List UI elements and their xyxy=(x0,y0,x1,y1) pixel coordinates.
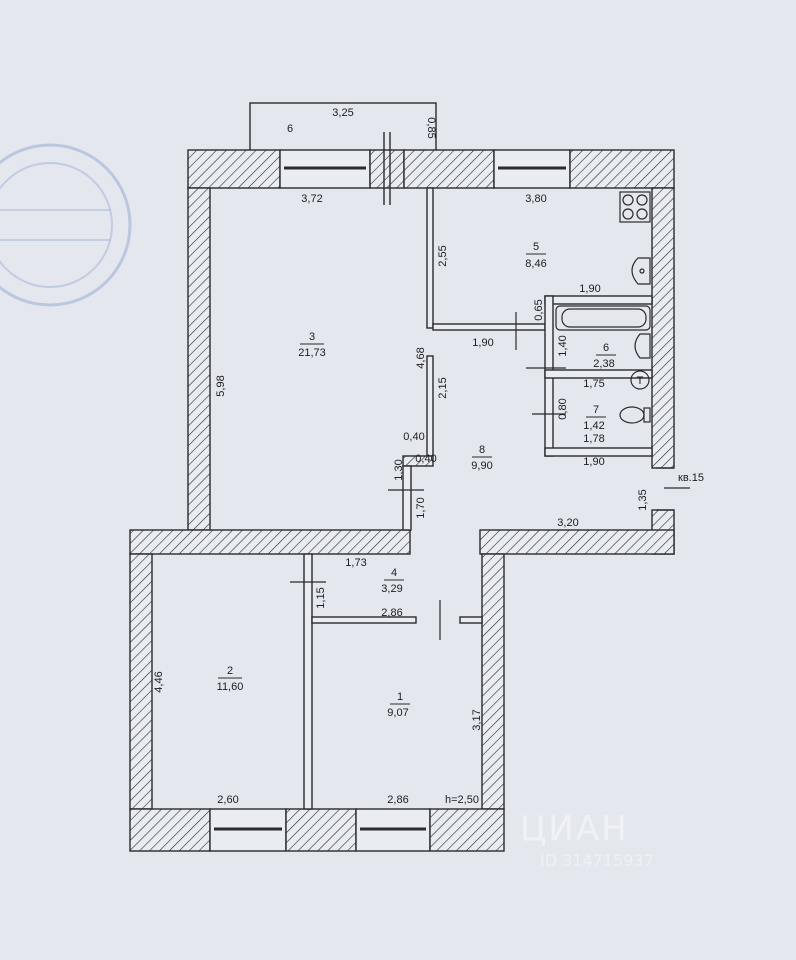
room-number: 4 xyxy=(391,567,397,579)
dim-label: 1,90 xyxy=(579,283,600,295)
room-area: 1,42 xyxy=(583,420,604,432)
bathtub-icon xyxy=(555,305,651,331)
balcony-door xyxy=(383,132,391,205)
watermark-id: ID 314715937 xyxy=(540,851,654,870)
room-number: 8 xyxy=(479,444,485,456)
ceiling-height-label: h=2,50 xyxy=(445,794,479,806)
interior-walls xyxy=(303,187,653,810)
room-number: 2 xyxy=(227,665,233,677)
dim-balcony-width: 3,25 xyxy=(332,107,353,119)
apartment-entry-mark xyxy=(656,467,690,511)
dim-label: 1,15 xyxy=(315,587,327,608)
apartment-label: кв.15 xyxy=(678,472,704,484)
room-number: 1 xyxy=(397,691,403,703)
dim-label: 1,40 xyxy=(557,335,569,356)
dim-label: 1,35 xyxy=(637,489,649,510)
room-area: 2,38 xyxy=(593,358,614,370)
dim-label: 2,86 xyxy=(381,607,402,619)
dim-label: 0,40 xyxy=(403,431,424,443)
dim-label: 4,46 xyxy=(153,671,165,692)
room-number: 7 xyxy=(593,404,599,416)
balcony-number: 6 xyxy=(287,123,293,135)
dim-label: 1,78 xyxy=(583,433,604,445)
toilet-icon xyxy=(619,406,651,424)
dimension-labels: 3,25 0,85 3,72 3,80 5,98 2,55 4,68 1,90 … xyxy=(153,107,649,806)
dim-label: 3,72 xyxy=(301,193,322,205)
dim-label: 5,98 xyxy=(215,375,227,396)
dim-label: 1,90 xyxy=(583,456,604,468)
room-number: 6 xyxy=(603,342,609,354)
dim-label: 3,17 xyxy=(471,709,483,730)
stamp-seal xyxy=(0,143,132,307)
door-marks xyxy=(290,312,566,640)
room-area: 9,90 xyxy=(471,460,492,472)
water-heater-icon xyxy=(630,370,650,390)
dim-balcony-depth: 0,85 xyxy=(425,117,437,138)
dim-label: 1,73 xyxy=(345,557,366,569)
dim-label: 0,40 xyxy=(415,453,436,465)
dim-label: 4,68 xyxy=(415,347,427,368)
dim-label: 2,15 xyxy=(437,377,449,398)
room-number: 3 xyxy=(309,331,315,343)
room-area: 8,46 xyxy=(525,258,546,270)
dim-label: 3,20 xyxy=(557,517,578,529)
dim-label: 0,65 xyxy=(533,299,545,320)
washbasin-icon xyxy=(634,333,651,359)
dim-label: 1,90 xyxy=(472,337,493,349)
dim-label: 2,60 xyxy=(217,794,238,806)
room-number: 5 xyxy=(533,241,539,253)
dim-label: 1,70 xyxy=(415,497,427,518)
room-area: 3,29 xyxy=(381,583,402,595)
dim-label: 2,55 xyxy=(437,245,449,266)
dim-label: 2,86 xyxy=(387,794,408,806)
dim-label: 0,80 xyxy=(557,398,569,419)
room-area: 11,60 xyxy=(217,681,244,693)
windows xyxy=(214,166,566,831)
room-area: 9,07 xyxy=(387,707,408,719)
watermark-brand: ЦИАН xyxy=(520,809,629,849)
room-area: 21,73 xyxy=(298,347,326,359)
room-labels: 3 21,73 5 8,46 6 2,38 7 1,42 8 9,90 4 3,… xyxy=(217,123,616,719)
dim-label: 1,30 xyxy=(393,459,405,480)
water-heater-symbol: T xyxy=(637,375,644,387)
dim-label: 1,75 xyxy=(583,378,604,390)
stove-icon xyxy=(619,191,651,223)
kitchen-sink-icon xyxy=(631,257,651,285)
dim-label: 3,80 xyxy=(525,193,546,205)
exterior-walls xyxy=(129,149,675,852)
